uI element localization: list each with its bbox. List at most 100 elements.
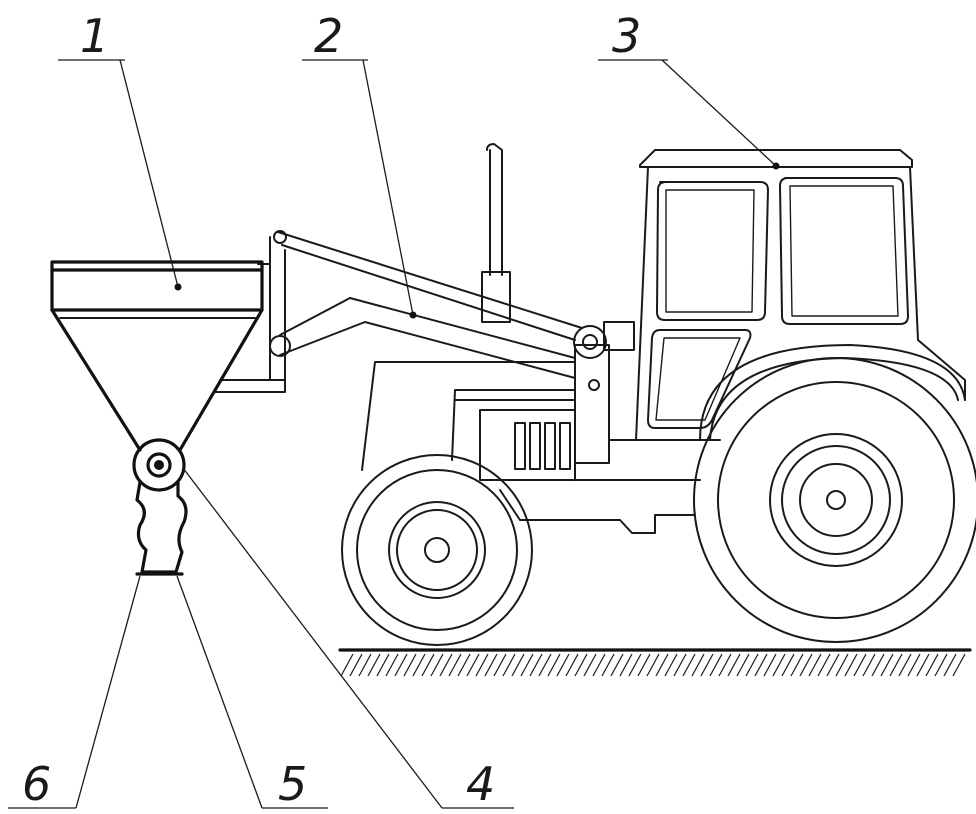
hatch-line (916, 653, 930, 677)
rear-wheel (693, 357, 976, 643)
hatch-line (430, 653, 444, 677)
hatch-line (601, 653, 615, 677)
hatch-line (475, 653, 489, 677)
hatch-line (745, 653, 759, 677)
hatch-line (556, 653, 570, 677)
hatch-line (493, 653, 507, 677)
hatch-line (862, 653, 876, 677)
callout-6: 6 (22, 757, 51, 811)
hatch-line (628, 653, 642, 677)
hatch-line (772, 653, 786, 677)
hood (361, 361, 576, 471)
hatch-line (484, 653, 498, 677)
cab-front-window (656, 181, 769, 321)
hatch-line (547, 653, 561, 677)
front-loader (214, 230, 635, 464)
delivery-sleeve (135, 480, 188, 574)
hatch-line (736, 653, 750, 677)
cab-door-window (779, 177, 909, 325)
hatch-line (934, 653, 948, 677)
hatch-line (520, 653, 534, 677)
hatch-line (808, 653, 822, 677)
hatch-line (754, 653, 768, 677)
hatch-line (943, 653, 957, 677)
hatch-line (574, 653, 588, 677)
hatch-line (835, 653, 849, 677)
hatch-line (718, 653, 732, 677)
hatch-line (952, 653, 966, 677)
dispenser (132, 438, 188, 576)
callout-1: 1 (80, 9, 109, 63)
hatch-line (781, 653, 795, 677)
hatch-line (817, 653, 831, 677)
rotor (146, 452, 172, 478)
hatch-line (340, 653, 354, 677)
hatch-line (583, 653, 597, 677)
hatch-line (826, 653, 840, 677)
hatch-line (448, 653, 462, 677)
hatch-line (763, 653, 777, 677)
front-wheel (341, 454, 533, 646)
hatch-line (700, 653, 714, 677)
upper-arm (277, 231, 583, 341)
hatch-line (907, 653, 921, 677)
hatch-line (790, 653, 804, 677)
hatch-line (853, 653, 867, 677)
hatch-line (889, 653, 903, 677)
hatch-line (394, 653, 408, 677)
chassis (499, 489, 696, 534)
hatch-line (844, 653, 858, 677)
hatch-line (799, 653, 813, 677)
hatch-line (439, 653, 453, 677)
hatch-line (367, 653, 381, 677)
hatch-line (655, 653, 669, 677)
hatch-line (565, 653, 579, 677)
cab-body (635, 166, 966, 441)
hopper-funnel (50, 308, 264, 452)
hatch-line (610, 653, 624, 677)
hatch-line (664, 653, 678, 677)
hatch-line (727, 653, 741, 677)
hatch-line (673, 653, 687, 677)
hatch-line (709, 653, 723, 677)
hatch-line (376, 653, 390, 677)
hatch-line (592, 653, 606, 677)
hatch-line (925, 653, 939, 677)
hatch-line (529, 653, 543, 677)
hopper (50, 260, 264, 452)
rotor-housing (132, 438, 186, 492)
hatch-line (898, 653, 912, 677)
callout-leaders (8, 59, 780, 809)
hatch-line (880, 653, 894, 677)
hatch-line (349, 653, 363, 677)
ground (338, 648, 972, 677)
mounting-frame (214, 236, 286, 393)
tractor (341, 143, 976, 646)
hatch-line (538, 653, 552, 677)
hatch-line (358, 653, 372, 677)
hatch-line (421, 653, 435, 677)
hatch-line (457, 653, 471, 677)
hatch-line (502, 653, 516, 677)
exhaust-pipe (486, 143, 503, 276)
loader-pivot (573, 325, 607, 359)
loader-post (574, 344, 610, 464)
main-boom (279, 297, 576, 379)
hopper-box (50, 260, 264, 312)
hatch-line (466, 653, 480, 677)
hatch-line (403, 653, 417, 677)
hatch-line (646, 653, 660, 677)
ground-hatching (340, 653, 966, 677)
hatch-line (682, 653, 696, 677)
hatch-line (511, 653, 525, 677)
hatch-line (412, 653, 426, 677)
callout-5: 5 (278, 757, 307, 811)
callout-3: 3 (612, 9, 641, 63)
callout-4: 4 (466, 757, 495, 811)
callout-2: 2 (314, 9, 343, 63)
hatch-line (691, 653, 705, 677)
grille-slots (514, 422, 571, 470)
hatch-line (619, 653, 633, 677)
